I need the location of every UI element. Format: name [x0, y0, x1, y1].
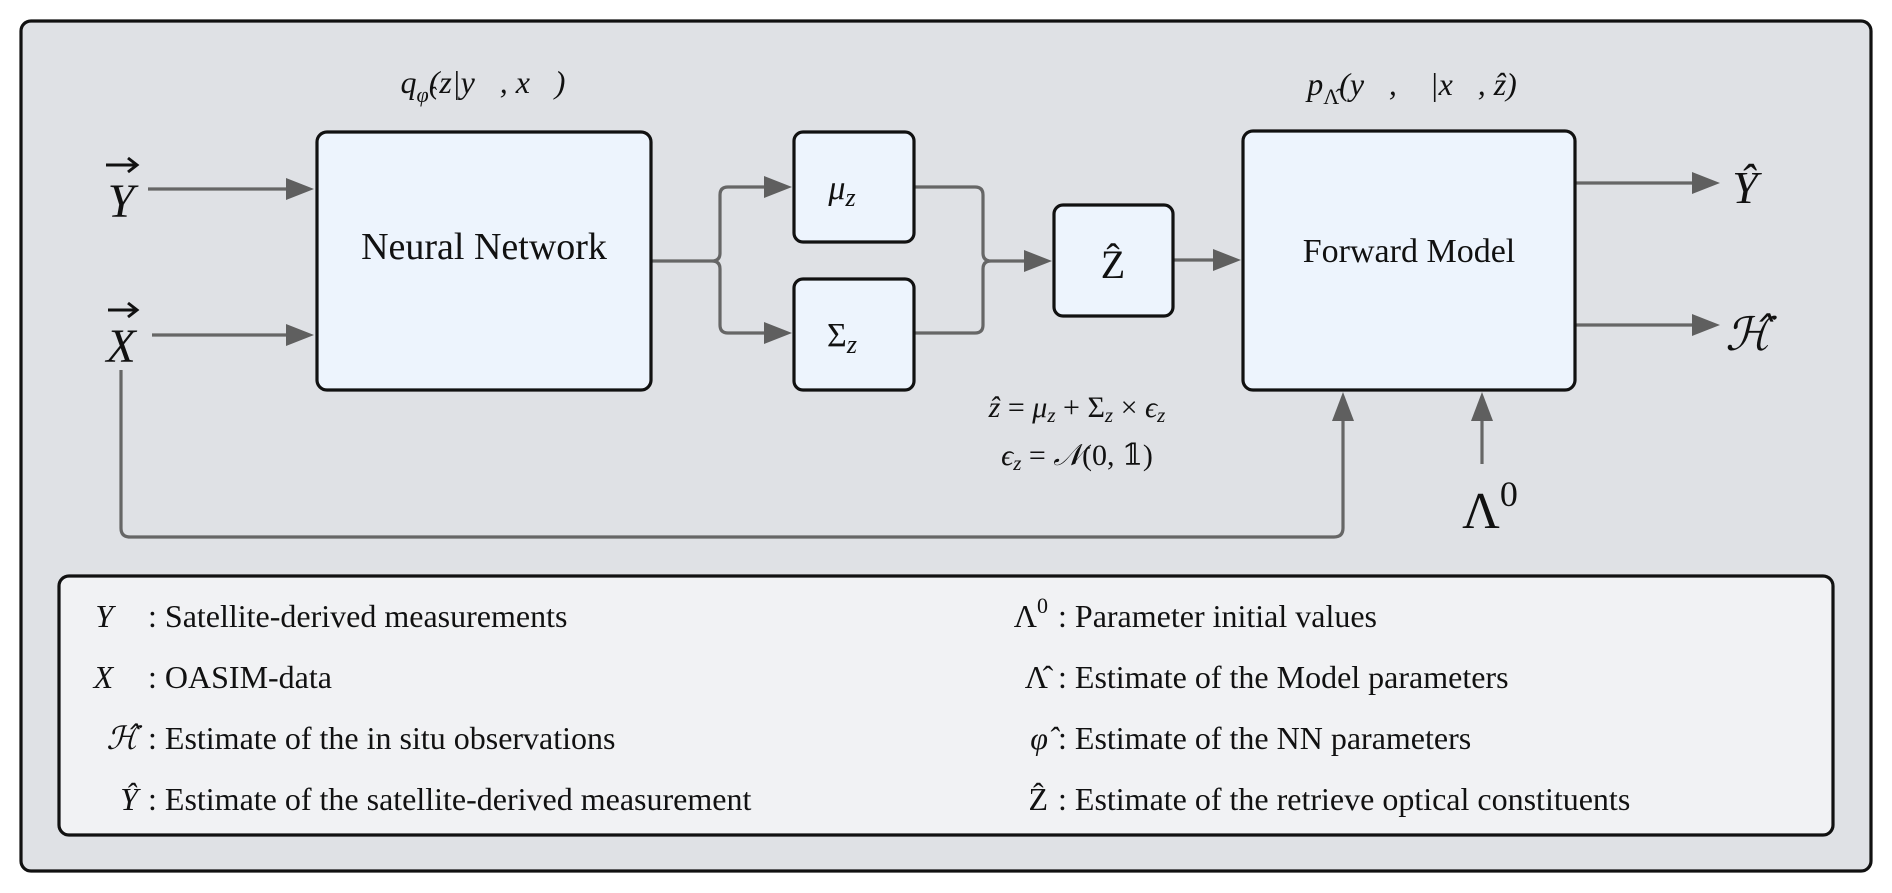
input-x-vector: X	[104, 301, 140, 373]
svg-text:: Estimate of the satellite-de: : Estimate of the satellite-derived meas…	[148, 781, 751, 817]
svg-text:X: X	[104, 320, 137, 373]
legend-box: Y⃗ : Satellite-derived measurements X⃗ :…	[57, 574, 1835, 837]
z-hat-label: Ẑ	[1101, 242, 1125, 287]
arrowhead-to-yhat	[1692, 172, 1720, 194]
legend-item: ℋ̂ : Estimate of the in situ observation…	[106, 720, 615, 756]
svg-text:: Satellite-derived measuremen: : Satellite-derived measurements	[148, 598, 567, 634]
connections	[119, 172, 1720, 539]
param-initial-lambda0: Λ0	[1462, 474, 1518, 540]
arrowhead-feedback-to-fm	[1332, 392, 1354, 421]
arrowhead-to-mu	[764, 176, 792, 198]
mu-label: μz	[827, 170, 855, 212]
neural-network-block: Neural Network	[315, 130, 653, 392]
svg-text:: Estimate of the in situ obse: : Estimate of the in situ observations	[148, 720, 615, 756]
encoder-distribution-label: qφ̂(z|y⃗, x⃗)	[401, 64, 566, 107]
reparam-equation-line1: ẑ = μz + Σz × ϵz	[988, 391, 1166, 427]
reparam-equation-line2: ϵz = 𝒩(0, 𝟙)	[1001, 439, 1153, 475]
arrowhead-to-fm	[1213, 249, 1241, 271]
forward-model-label: Forward Model	[1303, 233, 1515, 270]
svg-text:Y: Y	[108, 175, 139, 228]
forward-model-block: Forward Model	[1241, 129, 1577, 392]
arrowhead-lambda0-to-fm	[1471, 392, 1493, 421]
arrowhead-to-hhat	[1692, 314, 1720, 336]
arrow-merge-to-zhat	[915, 185, 1030, 335]
sigma-label: Σz	[827, 317, 857, 359]
arrowhead-x-to-nn	[286, 324, 314, 346]
z-hat-block: Ẑ	[1052, 203, 1175, 318]
arrow-x-feedback	[119, 370, 1345, 539]
svg-text:: Parameter initial values: : Parameter initial values	[1058, 598, 1377, 634]
svg-text:: OASIM-data: : OASIM-data	[148, 659, 332, 695]
arrow-nn-split	[652, 185, 770, 335]
svg-text:: Estimate of the Model parame: : Estimate of the Model parameters	[1058, 659, 1509, 695]
svg-text:Λ0: Λ0	[1014, 593, 1048, 634]
sigma-block: Σz	[792, 277, 916, 392]
arrowhead-to-zhat	[1024, 250, 1052, 272]
legend-item: Ŷ : Estimate of the satellite-derived me…	[120, 781, 751, 817]
arrowhead-to-sigma	[764, 322, 792, 344]
output-y-hat: Ŷ	[1732, 162, 1762, 213]
output-h-hat: ℋ̂	[1725, 309, 1777, 360]
svg-text:Ŷ: Ŷ	[120, 781, 141, 817]
svg-text:: Estimate of the NN parameter: : Estimate of the NN parameters	[1058, 720, 1471, 756]
legend-item: Λ̂ : Estimate of the Model parameters	[1025, 659, 1509, 695]
legend-item: Ẑ : Estimate of the retrieve optical con…	[1028, 781, 1630, 817]
legend-item: X⃗ : OASIM-data	[92, 659, 332, 695]
legend-item: φ̂ : Estimate of the NN parameters	[1030, 720, 1471, 756]
svg-text:Ẑ: Ẑ	[1028, 781, 1048, 817]
svg-text:ℋ̂: ℋ̂	[106, 720, 142, 756]
neural-network-label: Neural Network	[361, 226, 607, 268]
legend-item: Y⃗ : Satellite-derived measurements	[95, 598, 567, 634]
svg-text:X⃗: X⃗	[92, 659, 138, 695]
input-y-vector: Y	[106, 156, 140, 228]
arrowhead-y-to-nn	[286, 178, 314, 200]
svg-text:: Estimate of the retrieve opt: : Estimate of the retrieve optical const…	[1058, 781, 1630, 817]
mu-block: μz	[792, 130, 916, 244]
legend-item: Λ0 : Parameter initial values	[1014, 593, 1377, 634]
svg-text:Y⃗: Y⃗	[95, 598, 138, 634]
decoder-distribution-label: pΛ̂(y⃗, ℋ|x⃗, ẑ)	[1305, 66, 1517, 109]
